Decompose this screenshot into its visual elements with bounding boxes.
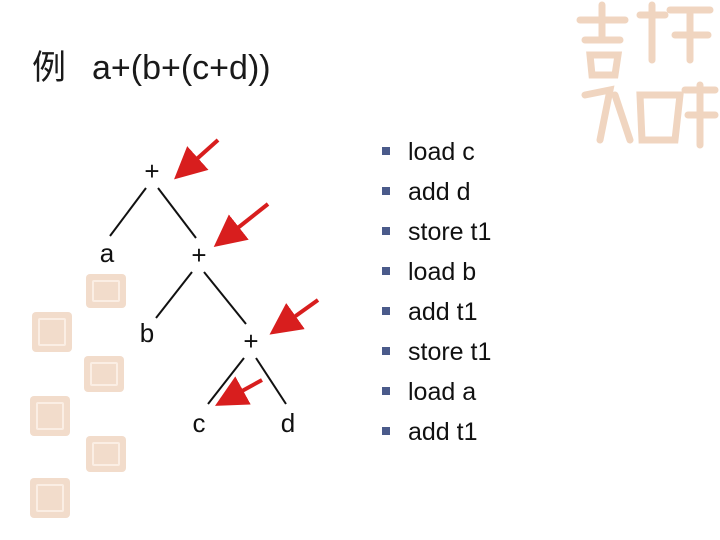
bullet-icon — [382, 187, 390, 196]
instruction-item: add t1 — [382, 292, 491, 332]
seal-decoration — [30, 396, 70, 436]
instruction-item: store t1 — [382, 212, 491, 252]
arrow-c — [214, 376, 263, 406]
arrow-plus2 — [213, 202, 270, 247]
tree-node-plus2: + — [191, 240, 207, 270]
arrow-root — [174, 138, 220, 180]
tree-node-a: a — [99, 238, 115, 268]
bullet-icon — [382, 267, 390, 276]
instruction-item: store t1 — [382, 332, 491, 372]
slide-title: 例 a+(b+(c+d)) — [32, 40, 271, 89]
seal-decoration — [32, 312, 72, 352]
bullet-icon — [382, 427, 390, 436]
title-prefix: 例 — [32, 48, 66, 88]
bullet-icon — [382, 227, 390, 236]
seal-decoration — [86, 274, 126, 308]
instruction-list: load c add d store t1 load b add t1 stor… — [382, 132, 491, 452]
bullet-icon — [382, 147, 390, 156]
bullet-icon — [382, 307, 390, 316]
instruction-item: add d — [382, 172, 491, 212]
bullet-icon — [382, 387, 390, 396]
bullet-icon — [382, 347, 390, 356]
seal-decoration — [30, 478, 70, 518]
instruction-item: load c — [382, 132, 491, 172]
tree-node-d: d — [280, 408, 296, 438]
title-expression: a+(b+(c+d)) — [92, 49, 271, 87]
instruction-item: load a — [382, 372, 491, 412]
arrow-plus3 — [269, 298, 320, 335]
tree-node-b: b — [139, 318, 155, 348]
instruction-item: load b — [382, 252, 491, 292]
tree-node-root: + — [144, 156, 160, 186]
calligraphy-decoration — [576, 1, 719, 149]
seal-decoration — [86, 436, 126, 472]
seal-decoration — [84, 356, 124, 392]
tree-node-plus3: + — [243, 326, 259, 356]
tree-node-c: c — [192, 408, 206, 438]
instruction-item: add t1 — [382, 412, 491, 452]
